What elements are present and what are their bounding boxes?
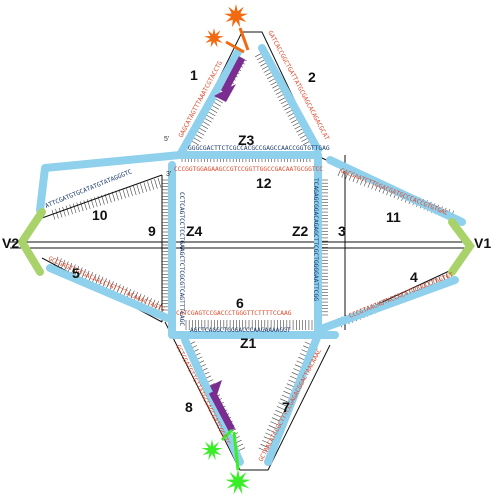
base-pair-tick xyxy=(273,413,283,419)
base-pair-tick xyxy=(119,285,125,296)
vertex-label-v2: V2 xyxy=(2,235,19,251)
quencher-strands xyxy=(208,56,246,432)
seq-strand-3: TCAGAGCGGACAGAGCTTCGCTGGGGAATTCGG xyxy=(312,178,319,301)
strand-label-3: 3 xyxy=(338,223,346,239)
base-pair-tick xyxy=(136,184,140,195)
vertex-label-v1: V1 xyxy=(474,235,491,251)
strand-label-5: 5 xyxy=(72,265,80,281)
base-pair-tick xyxy=(265,432,275,438)
base-pair-tick xyxy=(74,265,80,276)
seq-strand-1: GAGCATAGTTTAAATCGTACCTG xyxy=(178,60,225,139)
strand-label-7: 7 xyxy=(282,399,290,415)
base-pair-tick xyxy=(116,284,121,294)
base-pair-tick xyxy=(83,200,87,211)
base-pair-tick xyxy=(72,203,77,214)
base-pair-tick xyxy=(112,282,118,293)
base-pair-tick xyxy=(105,279,111,290)
seq-strand-2: GATCACCGGCTGATTATGCGAGCACAGACGCAT xyxy=(266,30,330,142)
junction-label-z1: Z1 xyxy=(240,335,257,351)
base-pair-tick xyxy=(81,268,87,279)
base-pair-tick xyxy=(258,447,269,453)
junction-label-z3: Z3 xyxy=(238,132,255,148)
seq-strand-9: CCTCAGTCCTCCTGAAGCTCTCGCGTCAGTTTCAGC xyxy=(178,192,185,326)
base-pair-tick xyxy=(60,259,66,270)
blue-strands xyxy=(36,44,466,466)
base-pair-tick xyxy=(147,181,151,191)
strand-label-12: 12 xyxy=(256,175,272,191)
base-pair-tick xyxy=(69,204,73,215)
base-pair-tick xyxy=(62,206,66,217)
base-pair-tick xyxy=(67,262,73,273)
base-pair-tick xyxy=(84,270,90,280)
orange-dye-star-icon xyxy=(204,4,250,54)
seq-z1-red: CATCGAGTCCGACCCTGGGTTCTTTTCCAAG xyxy=(176,310,292,317)
strand-label-6: 6 xyxy=(236,295,244,311)
strand-label-4: 4 xyxy=(410,269,418,285)
base-pair-tick xyxy=(76,202,80,213)
base-pair-tick xyxy=(261,440,272,445)
base-pair-tick xyxy=(78,267,83,277)
seq-z1-blue: AGCTCAGGCTGGGACCCAAGAAAAGGT xyxy=(190,327,291,334)
base-pair-tick xyxy=(140,183,144,193)
base-pair-tick xyxy=(87,199,91,209)
seq-z3-red: CCCGGTGGAGAAGCCGTCCGGTTGGCCGACAATGCGGTCC xyxy=(174,166,323,173)
base-pair-tick xyxy=(266,428,277,434)
outline-lines xyxy=(10,31,470,471)
base-pair-tick xyxy=(51,209,56,220)
quencher-arrow-icon-2 xyxy=(210,380,222,398)
base-pair-tick xyxy=(64,261,69,271)
base-pair-tick xyxy=(268,425,279,430)
seq-strand-7: GCTAACATCCGCTTTCCGAGACGGACTAACAAAC xyxy=(258,348,324,463)
base-pair-tick xyxy=(91,273,97,284)
base-pair-tick xyxy=(143,182,148,192)
base-pair-tick xyxy=(88,272,93,282)
base-pair-tick xyxy=(109,281,114,291)
strand-label-11: 11 xyxy=(386,209,401,225)
base-pair-tick xyxy=(115,190,119,201)
base-pair-tick xyxy=(263,436,274,441)
base-pair-hatching xyxy=(51,51,455,453)
base-pair-tick xyxy=(122,188,126,199)
base-pair-tick xyxy=(55,208,59,219)
base-pair-tick xyxy=(154,179,158,189)
junction-label-z4: Z4 xyxy=(186,223,203,239)
quencher-top xyxy=(220,56,246,94)
base-pair-tick xyxy=(125,187,130,198)
seq-strand-4: CCCGTAACAGTACCACGTGCGGCCTAGTGT xyxy=(348,271,454,319)
base-pair-tick xyxy=(260,443,270,449)
base-pair-tick xyxy=(95,275,100,285)
base-pair-tick xyxy=(111,191,116,202)
base-pair-tick xyxy=(123,287,128,297)
base-pair-tick xyxy=(58,207,63,218)
junction-label-z2: Z2 xyxy=(292,223,309,239)
base-pair-tick xyxy=(270,421,280,426)
seq-strand-5: GCCGAGTCGTGACAACCTGTTTTACAAACTAGTG xyxy=(47,255,166,313)
vertex-loops xyxy=(17,208,475,276)
base-pair-tick xyxy=(150,180,155,190)
strand-label-10: 10 xyxy=(92,207,108,223)
strand-label-8: 8 xyxy=(185,399,193,415)
base-pair-tick xyxy=(102,278,107,288)
strand-label-2: 2 xyxy=(308,69,316,85)
quencher-bottom xyxy=(208,390,236,432)
green-dye-star-icon xyxy=(201,428,251,495)
five-prime-mark: 5' xyxy=(164,136,169,143)
base-pair-tick xyxy=(157,177,162,188)
base-pair-tick xyxy=(65,205,70,216)
strand-label-1: 1 xyxy=(190,67,198,83)
quencher-arrow-icon xyxy=(214,84,236,102)
seq-z3-blue: GGGCGACTTCTCGCCACGCCGAGCCAACCGGTGTTGAG xyxy=(188,145,330,152)
base-pair-tick xyxy=(129,186,133,197)
strand-label-9: 9 xyxy=(148,223,156,239)
base-pair-tick xyxy=(80,201,84,212)
seq-strand-8: GCTCGATGTTGTTATGCGAGCGATCGGCTC xyxy=(174,344,231,447)
base-pair-tick xyxy=(71,264,76,274)
base-pair-tick xyxy=(133,185,137,196)
base-pair-tick xyxy=(57,258,62,268)
three-prime-mark: 3' xyxy=(166,171,171,178)
base-pair-tick xyxy=(98,276,104,287)
base-pair-tick xyxy=(118,189,123,200)
base-pair-tick xyxy=(271,417,282,422)
